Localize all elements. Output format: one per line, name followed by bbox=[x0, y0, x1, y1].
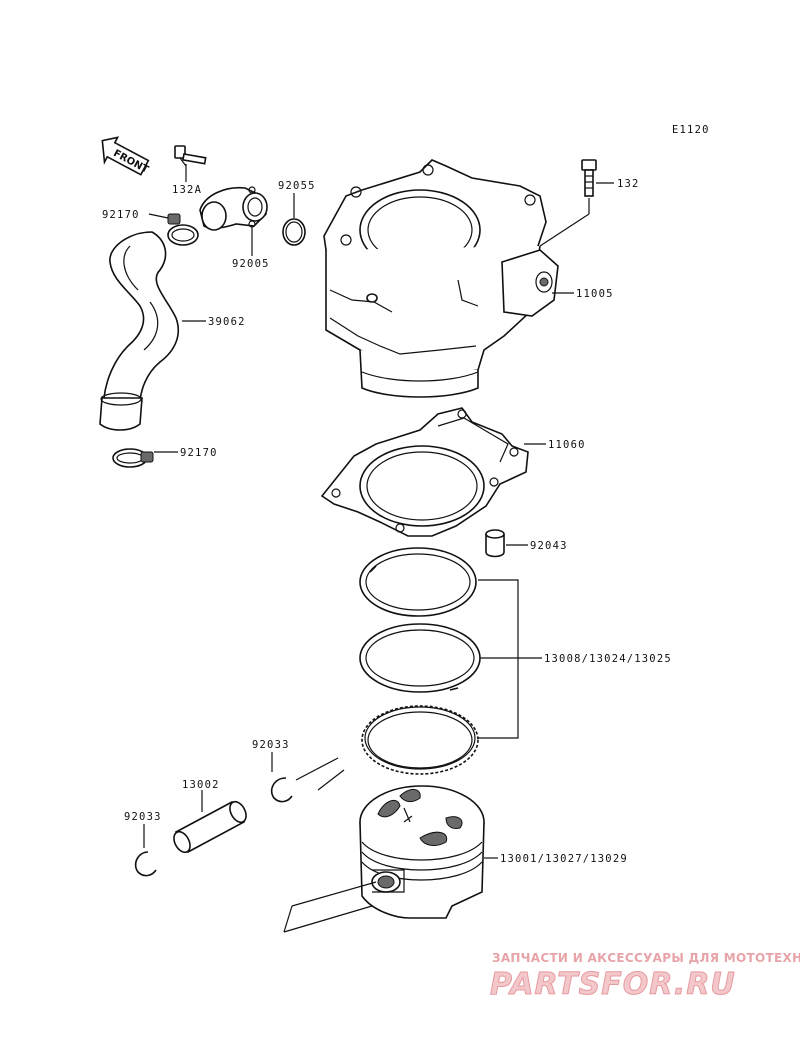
assembly-line-left-3 bbox=[283, 905, 373, 933]
label-132: 132 bbox=[617, 178, 640, 190]
diagram-code: E1120 bbox=[672, 124, 710, 136]
label-13002: 13002 bbox=[182, 779, 220, 791]
assembly-line-left-2 bbox=[283, 905, 293, 933]
leader-92170-upper bbox=[148, 213, 169, 219]
assembly-line-left-1 bbox=[291, 881, 377, 907]
front-arrow-icon: FRONT bbox=[101, 136, 150, 176]
piston-ring-oil-icon bbox=[361, 705, 479, 775]
label-132a: 132A bbox=[172, 184, 202, 196]
assembly-line-right-1 bbox=[295, 757, 339, 781]
label-92170-upper: 92170 bbox=[102, 209, 140, 221]
circlip-92033-left-icon bbox=[134, 851, 157, 877]
gasket-11060-icon bbox=[320, 407, 529, 537]
piston-ring-second-icon bbox=[359, 623, 481, 693]
piston-ring-top-icon bbox=[359, 547, 477, 617]
fitting-92005-icon bbox=[199, 186, 268, 231]
assembly-line-right-2 bbox=[317, 769, 345, 791]
label-92033-right: 92033 bbox=[252, 739, 290, 751]
watermark-tagline: ЗАПЧАСТИ И АКСЕССУАРЫ ДЛЯ МОТОТЕХНИКИ bbox=[492, 951, 800, 965]
label-92170-lower: 92170 bbox=[180, 447, 218, 459]
leader-132-diag bbox=[539, 213, 590, 247]
hose-39062-icon bbox=[99, 231, 180, 431]
label-piston: 13001/13027/13029 bbox=[500, 853, 628, 865]
bolt-132a-icon bbox=[174, 145, 207, 167]
leader-rings-bracket bbox=[478, 579, 519, 739]
label-92043: 92043 bbox=[530, 540, 568, 552]
label-11060: 11060 bbox=[548, 439, 586, 451]
watermark-logo: PARTSFOR.RU bbox=[490, 967, 736, 1002]
label-11005: 11005 bbox=[576, 288, 614, 300]
bolt-132-icon bbox=[581, 159, 597, 197]
piston-pin-13002-icon bbox=[173, 800, 247, 854]
label-39062: 39062 bbox=[208, 316, 246, 328]
label-92033-left: 92033 bbox=[124, 811, 162, 823]
label-92055: 92055 bbox=[278, 180, 316, 192]
dowel-pin-92043-icon bbox=[485, 529, 505, 558]
piston-13001-icon bbox=[359, 785, 485, 919]
clamp-92170-upper-icon bbox=[167, 213, 199, 246]
circlip-92033-right-icon bbox=[270, 777, 293, 803]
clamp-92170-lower-icon bbox=[112, 448, 154, 468]
label-92005: 92005 bbox=[232, 258, 270, 270]
cylinder-11005-icon bbox=[323, 159, 559, 398]
label-piston-rings: 13008/13024/13025 bbox=[544, 653, 672, 665]
